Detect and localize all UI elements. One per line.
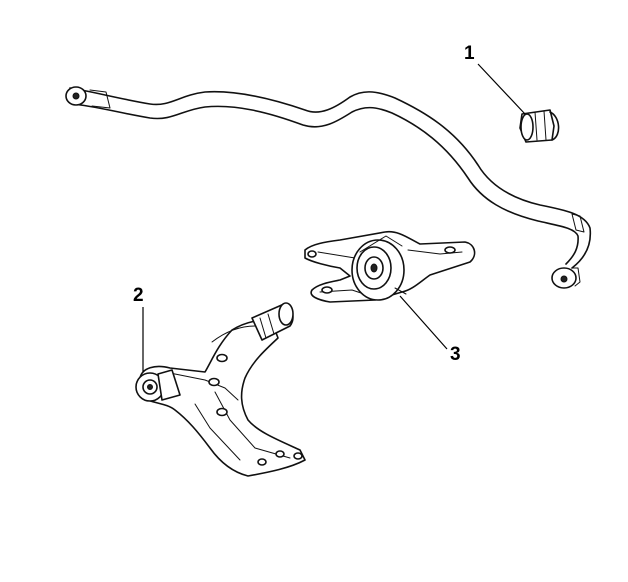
- callout-label-3: 3: [450, 344, 461, 365]
- stabilizer-bar: [65, 86, 592, 289]
- bushing-bracket: [304, 230, 476, 303]
- leader-line-3: [399, 295, 448, 350]
- callout-label-1: 1: [464, 43, 475, 64]
- leader-line-1: [477, 63, 526, 115]
- callout-label-2: 2: [133, 285, 144, 306]
- stabilizer-bushing: [519, 109, 560, 143]
- lower-control-arm: [135, 302, 306, 477]
